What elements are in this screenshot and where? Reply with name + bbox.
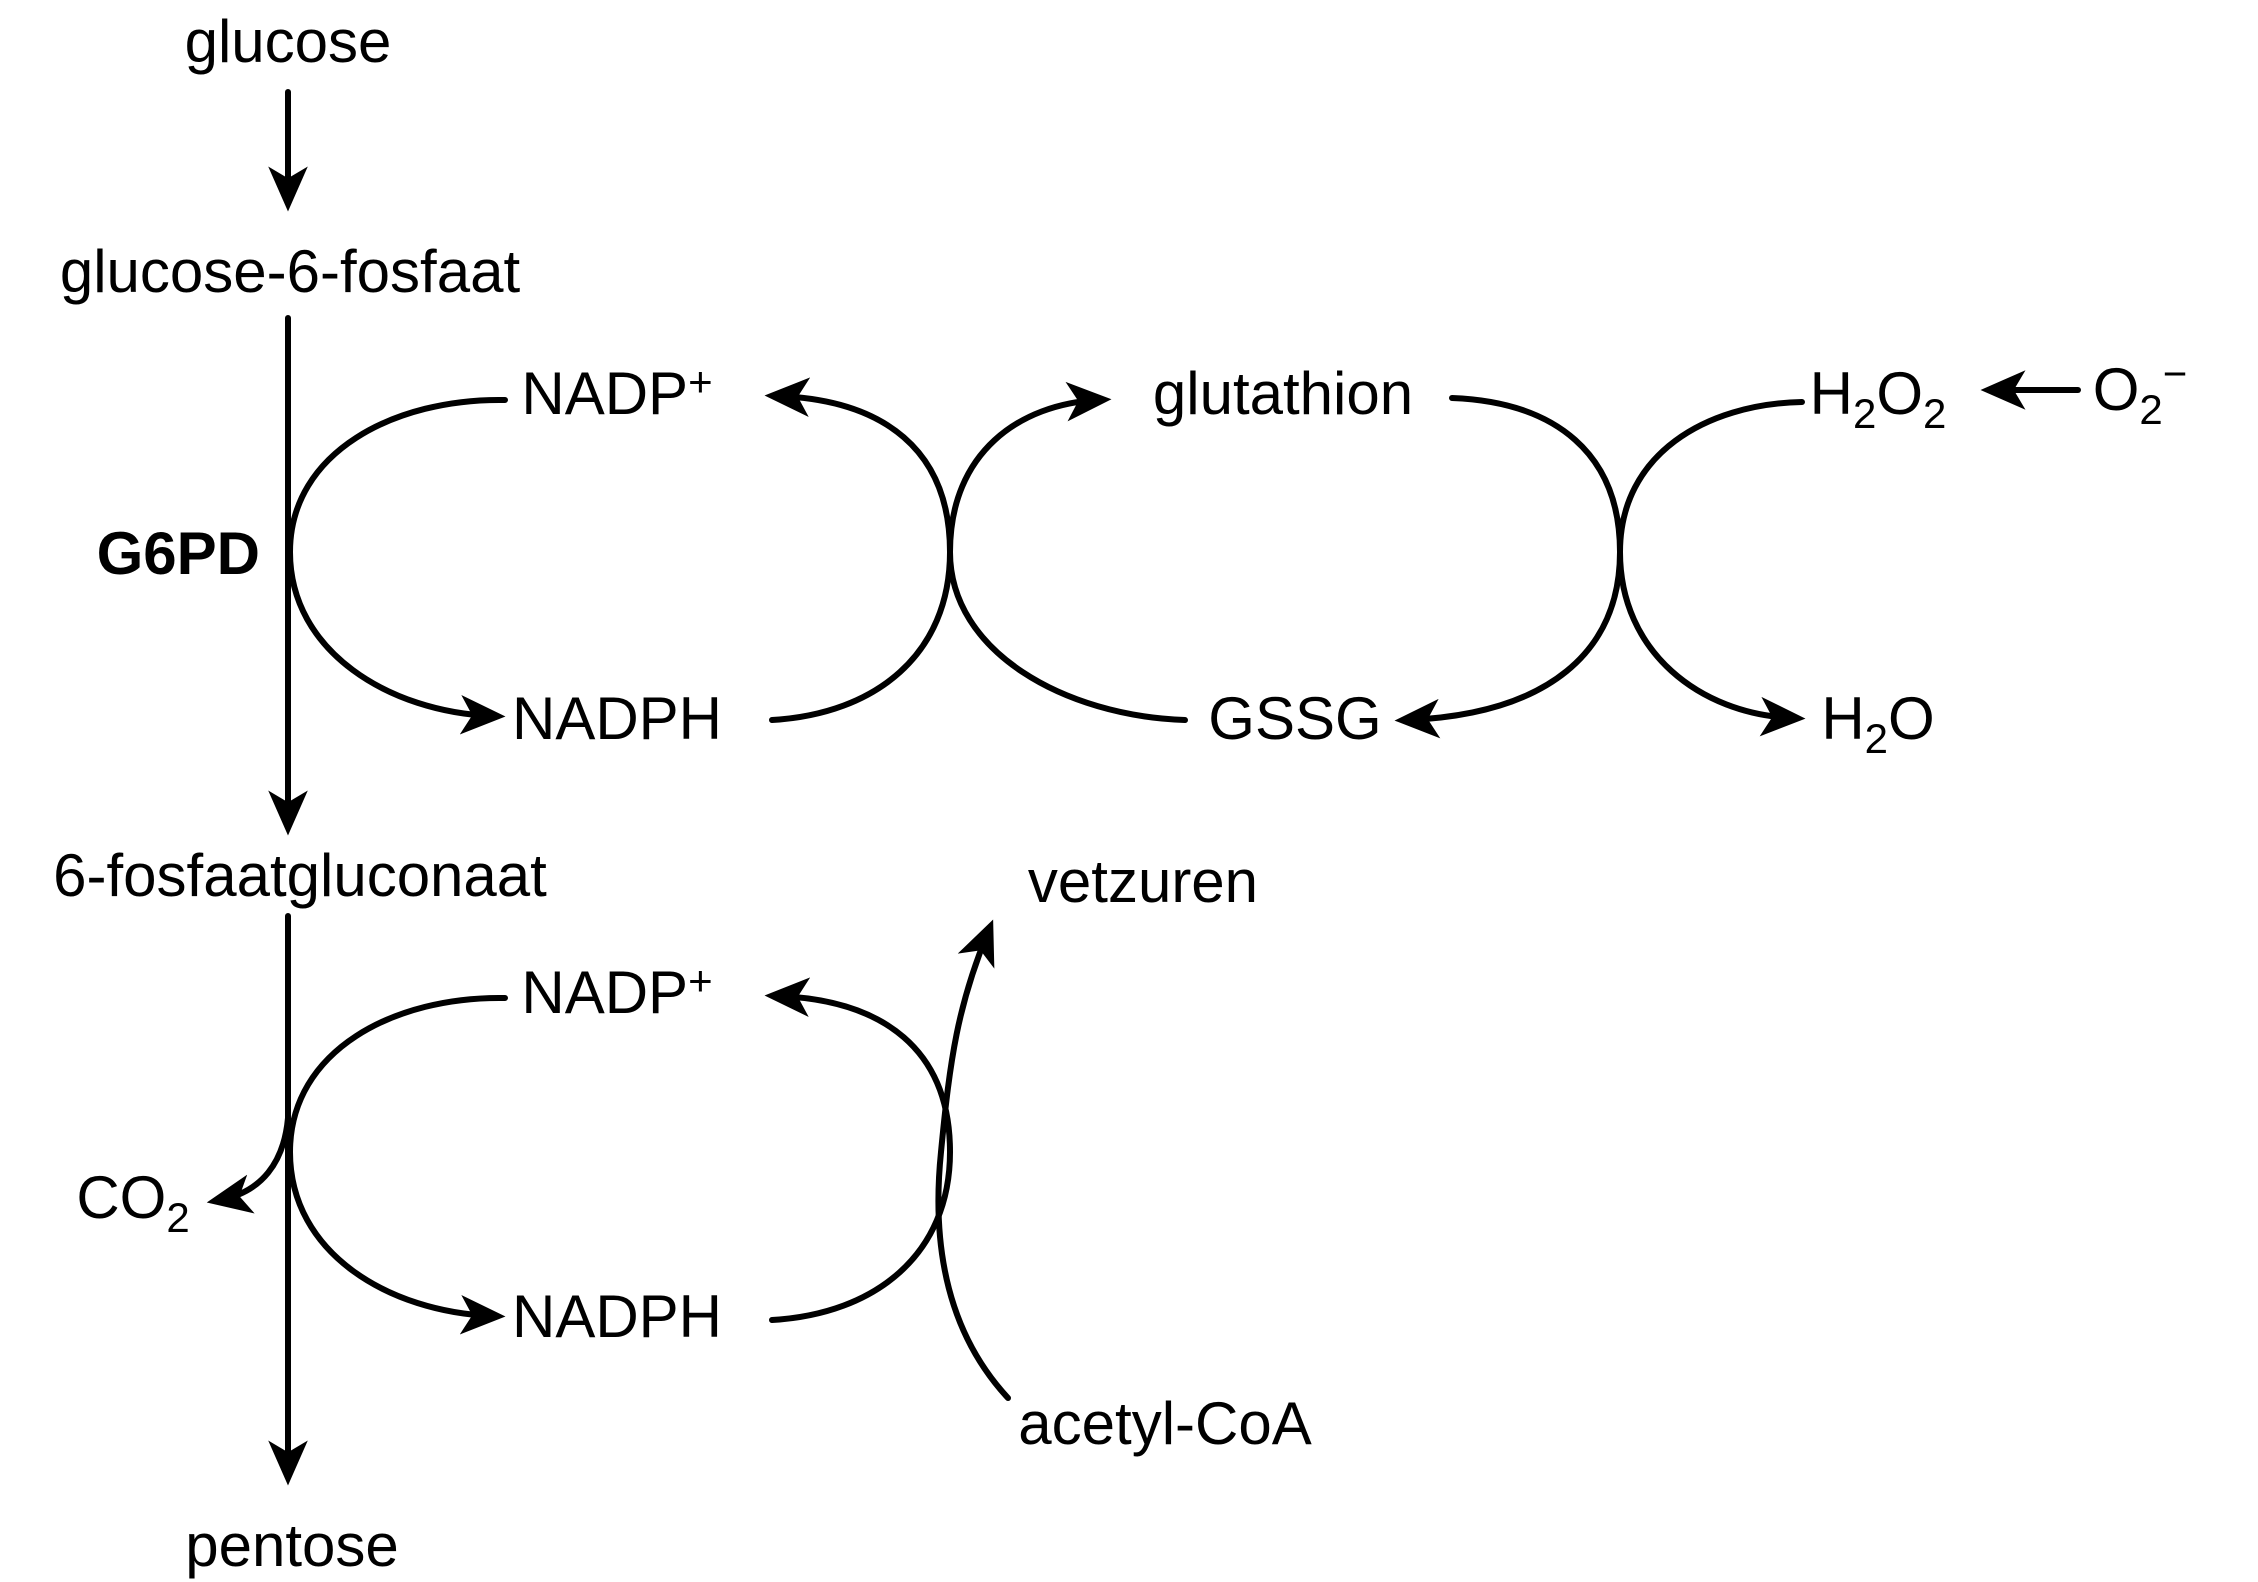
arrow-branch-to-co2 (206, 1115, 291, 1214)
h2o2-subscript: 2 (1853, 390, 1876, 437)
node-label-glucose-6-fosfaat: glucose-6-fosfaat (60, 238, 521, 305)
node-label-6-fosfaatgluconaat: 6-fosfaatgluconaat (53, 842, 547, 909)
cycle-arc-gssg-to-glutathion (946, 381, 1188, 723)
cycle-arc-nadp-to-nadph-bottom (286, 994, 508, 1335)
nadp-bottom-base: NADP (521, 959, 688, 1026)
h2o2-part: H (1810, 360, 1853, 427)
nadp-top-base: NADP (521, 360, 688, 427)
o2-superscript: − (2163, 350, 2188, 397)
node-label-vetzuren: vetzuren (1028, 848, 1258, 915)
node-label-nadp-top: NADP+ (521, 358, 712, 427)
h2o2-part: O (1876, 360, 1923, 427)
cycle-arc-glutathion-to-gssg (1394, 395, 1624, 739)
nadp-top-superscript: + (688, 358, 713, 405)
node-label-glucose: glucose (185, 8, 392, 75)
enzyme-label-g6pd: G6PD (97, 520, 260, 587)
node-label-co2: CO2 (76, 1164, 189, 1241)
h2o-subscript: 2 (1865, 715, 1888, 762)
node-label-h2o2: H2O2 (1810, 360, 1947, 437)
node-label-pentose: pentose (185, 1512, 399, 1579)
node-label-nadp-bottom: NADP+ (521, 957, 712, 1026)
co2-part: CO (76, 1164, 166, 1231)
cycle-arc-nadph-to-nadp-top (764, 377, 954, 723)
co2-subscript: 2 (166, 1194, 189, 1241)
node-label-nadph-bottom: NADPH (512, 1283, 722, 1350)
node-label-glutathion: glutathion (1153, 360, 1413, 427)
arrow-acetyl-coa-to-vetzuren (935, 919, 1011, 1401)
node-label-nadph-top: NADPH (512, 685, 722, 752)
o2-subscript: 2 (2139, 386, 2162, 433)
cycle-arc-h2o2-to-h2o (1616, 399, 1806, 737)
node-label-h2o: H2O (1821, 685, 1934, 762)
node-label-acetyl-coa: acetyl-CoA (1018, 1390, 1311, 1457)
o2-part: O (2093, 356, 2140, 423)
h2o-part: O (1888, 685, 1935, 752)
h2o2-subscript: 2 (1923, 390, 1946, 437)
cycle-arc-nadph-to-nadp-bottom (764, 977, 954, 1323)
nadp-bottom-superscript: + (688, 957, 713, 1004)
node-label-gssg: GSSG (1208, 685, 1381, 752)
cycle-arc-nadp-to-nadph-top (286, 396, 508, 735)
node-label-o2-superoxide: O2− (2093, 350, 2188, 433)
h2o-part: H (1821, 685, 1864, 752)
